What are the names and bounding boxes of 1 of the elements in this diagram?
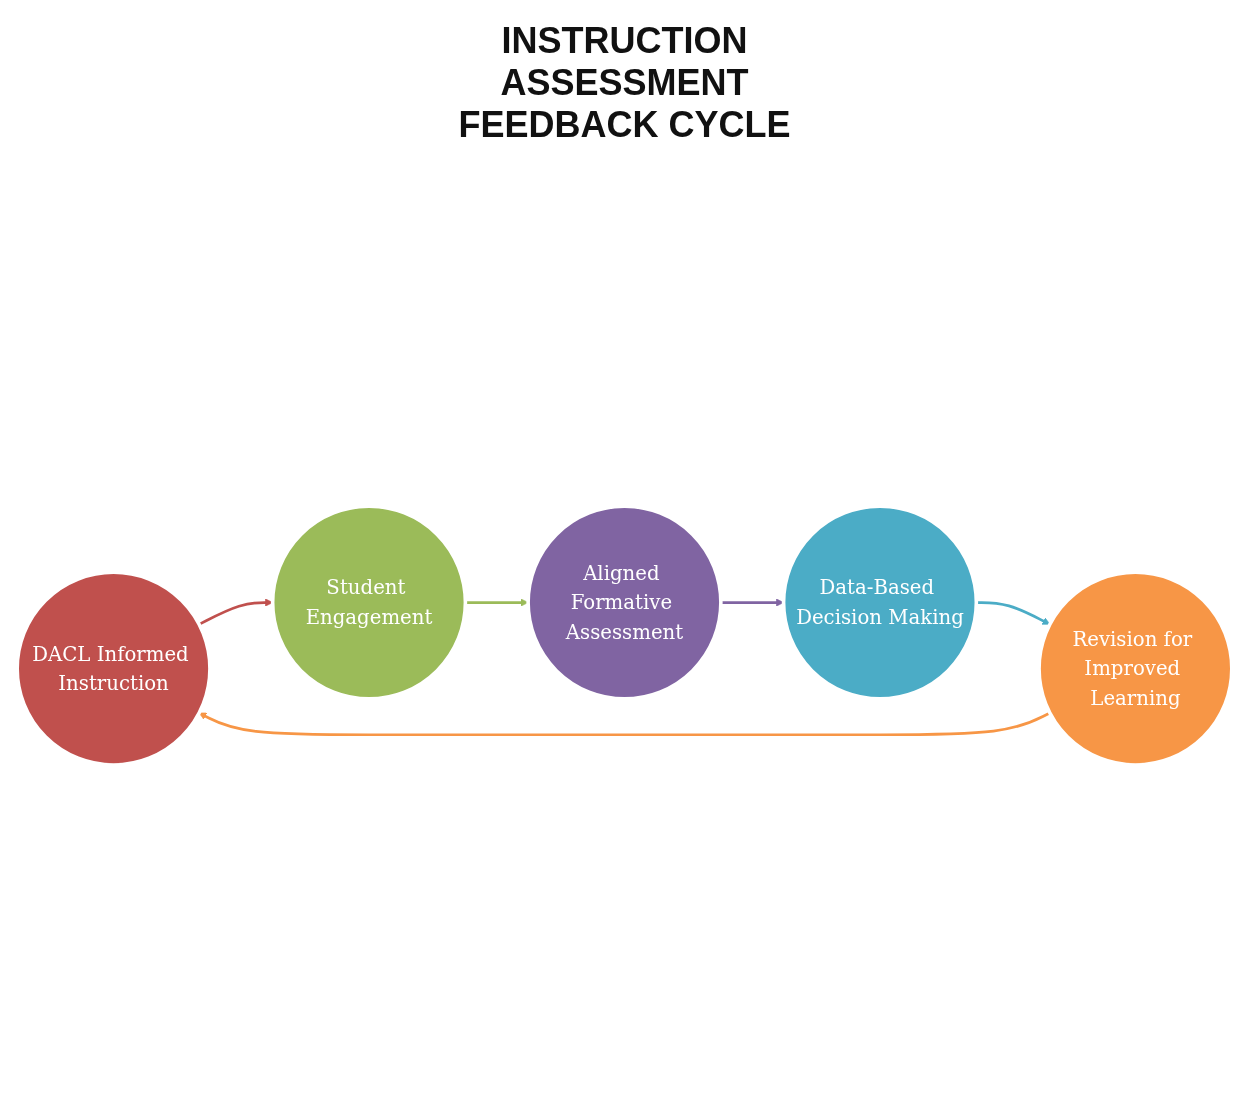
diagram-title: INSTRUCTION ASSESSMENT FEEDBACK CYCLE [457, 20, 792, 146]
